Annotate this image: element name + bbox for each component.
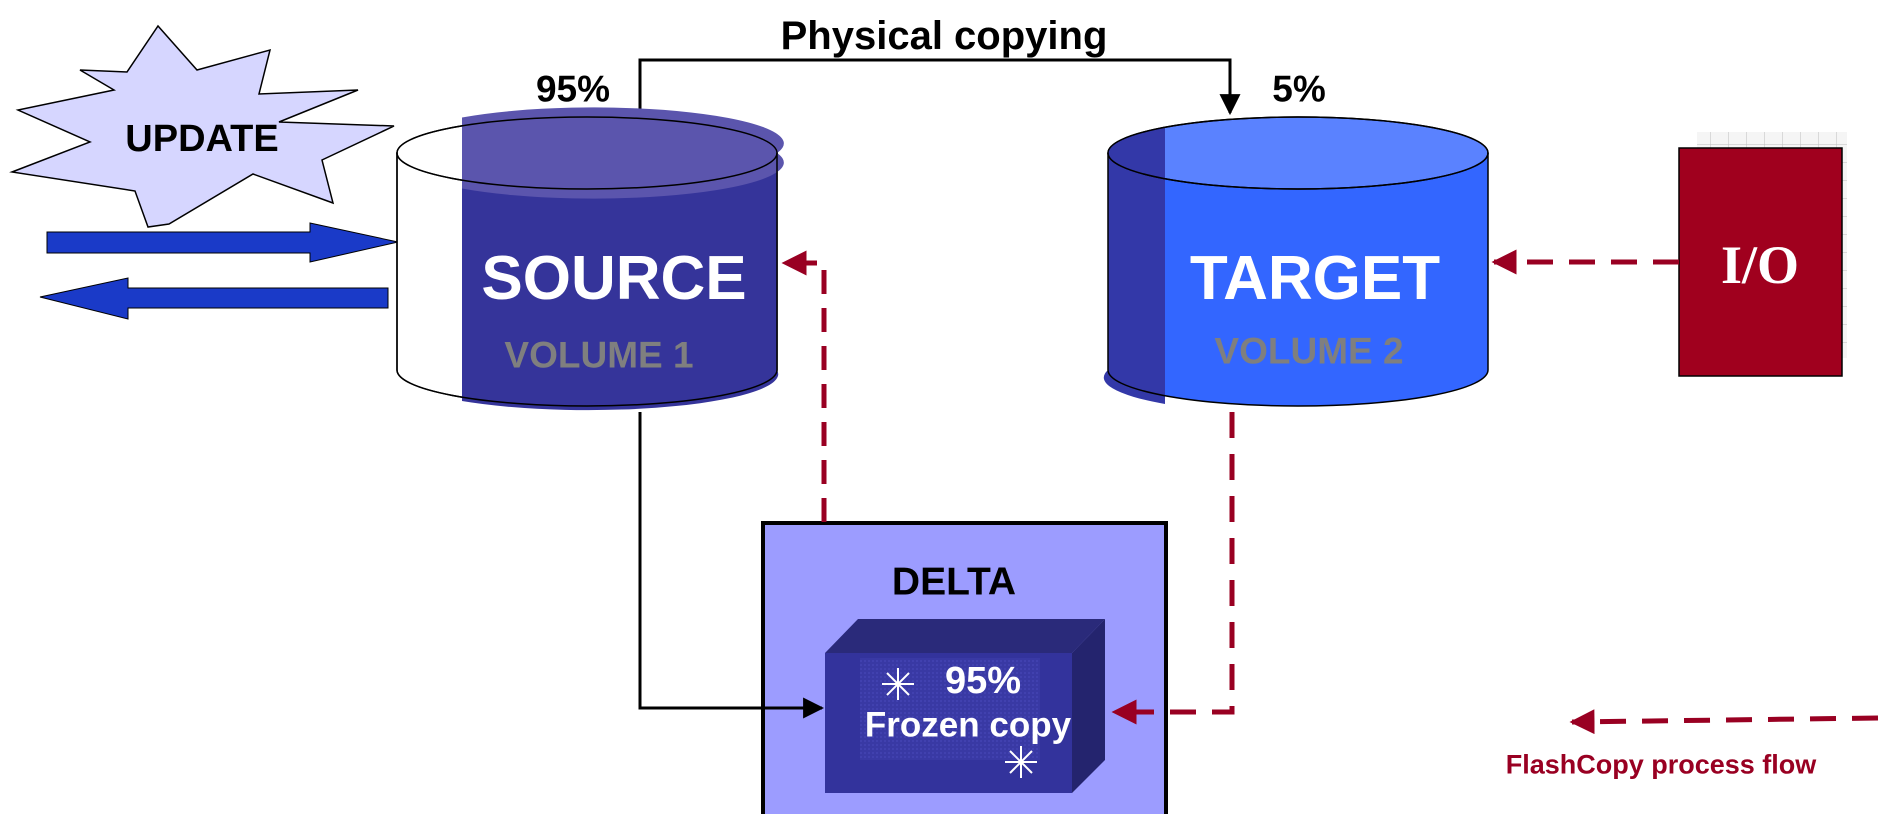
frozen-percent-label: 95% [944, 660, 1022, 702]
source-volume-label: VOLUME 1 [504, 334, 694, 376]
target-to-delta-flow [1111, 412, 1235, 725]
source-name-label: SOURCE [481, 244, 747, 313]
legend-flow-arrow [1569, 709, 1879, 735]
write-arrow-right [46, 222, 399, 263]
physical-copying-label: Physical copying [780, 14, 1108, 58]
frozen-copy-label: Frozen copy [864, 705, 1072, 745]
update-starburst [9, 24, 395, 228]
source-to-delta-arrow [638, 412, 825, 719]
source-volume-cylinder [396, 107, 784, 411]
target-percent-label: 5% [1272, 68, 1326, 110]
target-volume-cylinder [1103, 116, 1489, 407]
physical-copy-arrow [638, 58, 1241, 118]
read-arrow-left [39, 277, 389, 320]
target-volume-label: VOLUME 2 [1214, 330, 1404, 372]
asterisk-icon [1005, 746, 1037, 778]
update-label: UPDATE [125, 118, 279, 160]
io-server [1678, 132, 1847, 377]
asterisk-icon [882, 668, 914, 700]
io-label: I/O [1720, 235, 1800, 295]
target-name-label: TARGET [1189, 244, 1441, 313]
source-percent-label: 95% [535, 68, 611, 110]
delta-to-source-flow [781, 250, 827, 522]
delta-label: DELTA [891, 560, 1017, 604]
legend-label: FlashCopy process flow [1505, 749, 1817, 780]
